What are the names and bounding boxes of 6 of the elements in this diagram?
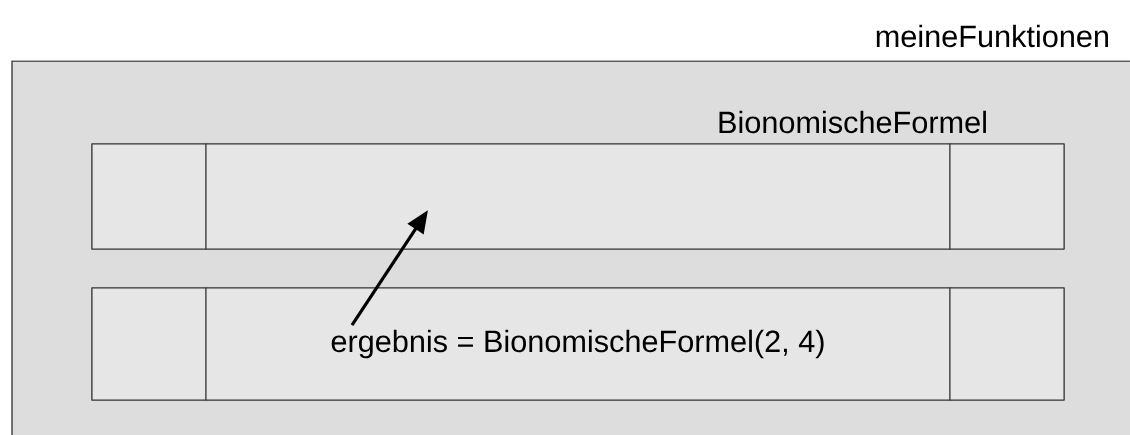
cell	[91, 287, 207, 401]
node-label: BionomischeFormel	[719, 110, 986, 134]
node-label: meineFunktionen	[876, 24, 1108, 48]
cell	[91, 143, 207, 250]
cell	[949, 143, 1065, 250]
cell	[949, 287, 1065, 401]
